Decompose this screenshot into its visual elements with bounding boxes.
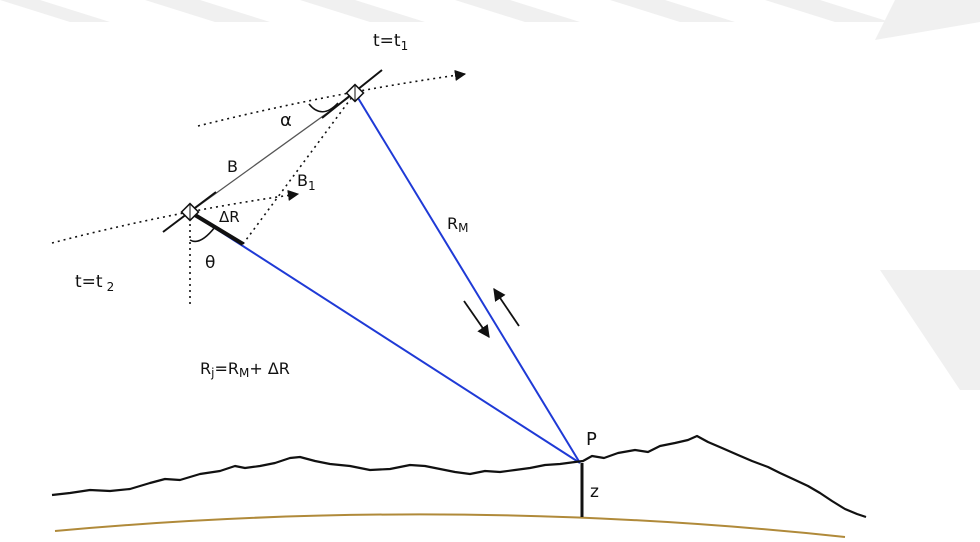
b1-label: B1 — [297, 171, 316, 193]
range-line-slave — [189, 211, 581, 464]
satellite-icon-lower — [180, 202, 200, 222]
signal-arrow-up — [493, 287, 520, 327]
range-line-master — [354, 92, 581, 464]
theta-label: θ — [205, 253, 215, 273]
delta-r-segment — [188, 210, 245, 246]
orbit-path-lower — [51, 189, 300, 244]
signal-arrow-down — [463, 300, 490, 339]
satellite-icon-upper — [345, 83, 365, 103]
alpha-label: α — [280, 110, 292, 131]
height-z-label: z — [590, 482, 599, 502]
background-watermark — [0, 0, 980, 390]
theta-arc — [189, 226, 216, 243]
baseline-label: B — [227, 157, 238, 176]
delta-r-label: ΔR — [219, 208, 240, 226]
alpha-arc — [308, 102, 339, 113]
point-p-label: P — [586, 429, 597, 450]
terrain-profile — [51, 434, 867, 519]
reference-ellipsoid-curve — [54, 513, 846, 538]
rm-label: RM — [447, 214, 468, 235]
time-label-t1: t=t1 — [373, 31, 408, 53]
range-equation: Rj=RM+ ΔR — [200, 359, 290, 380]
orbit-path-upper — [197, 69, 467, 127]
perpendicular-dotted-line — [242, 92, 356, 245]
